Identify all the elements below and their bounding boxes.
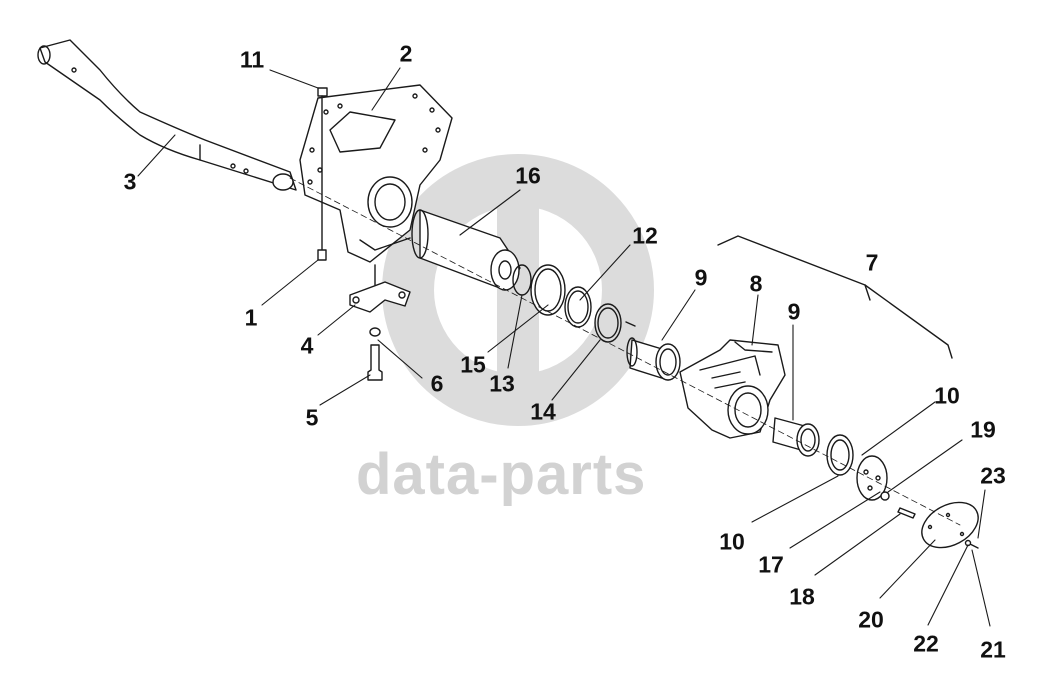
callout-label: 17 — [758, 551, 784, 578]
leader-lines — [137, 67, 991, 627]
callout-label: 13 — [489, 370, 515, 397]
callout-label: 11 — [239, 46, 265, 73]
seal-ring-part — [530, 264, 566, 316]
bushing-9b-part — [772, 417, 820, 457]
grease-nipple-18-part — [897, 507, 916, 519]
cover-plate-10-part — [856, 455, 888, 501]
shaft-16-part — [411, 209, 521, 291]
bushing-9-part — [626, 337, 681, 381]
fitting-19-part — [880, 491, 890, 501]
callout-label: 18 — [789, 583, 815, 610]
callout-label: 7 — [865, 249, 879, 276]
callout-label: 6 — [430, 370, 444, 397]
callout-label: 9 — [694, 264, 708, 291]
bracket-housing-part — [299, 84, 453, 263]
bolt-11-part — [317, 87, 328, 261]
callout-label: 14 — [530, 398, 556, 425]
callout-label: 4 — [300, 332, 314, 359]
washer-6-part — [369, 327, 381, 337]
axle-tube-part — [37, 39, 297, 191]
callout-label: 10 — [719, 528, 745, 555]
watermark-text: data-parts — [356, 442, 647, 507]
callout-label: 21 — [980, 636, 1006, 663]
callout-label: 19 — [970, 416, 996, 443]
callout-label: 2 — [399, 40, 413, 67]
callout-label: 16 — [515, 162, 541, 189]
seal-10-part — [826, 434, 854, 476]
callout-label: 3 — [123, 168, 137, 195]
screw-21-part — [964, 539, 979, 549]
callout-label: 23 — [980, 462, 1006, 489]
bolt-5-part — [367, 344, 383, 381]
callout-label: 22 — [913, 630, 939, 657]
callout-label: 10 — [934, 382, 960, 409]
callout-label: 9 — [787, 298, 801, 325]
pivot-housing-part — [679, 339, 786, 439]
callout-label: 20 — [858, 606, 884, 633]
callout-label: 1 — [244, 304, 258, 331]
cover-disc-20-part — [921, 501, 979, 549]
callout-label: 15 — [460, 351, 486, 378]
thrust-washer-part — [594, 303, 636, 343]
callout-label: 8 — [749, 270, 763, 297]
callout-label: 12 — [632, 222, 658, 249]
callout-label: 5 — [305, 404, 319, 431]
